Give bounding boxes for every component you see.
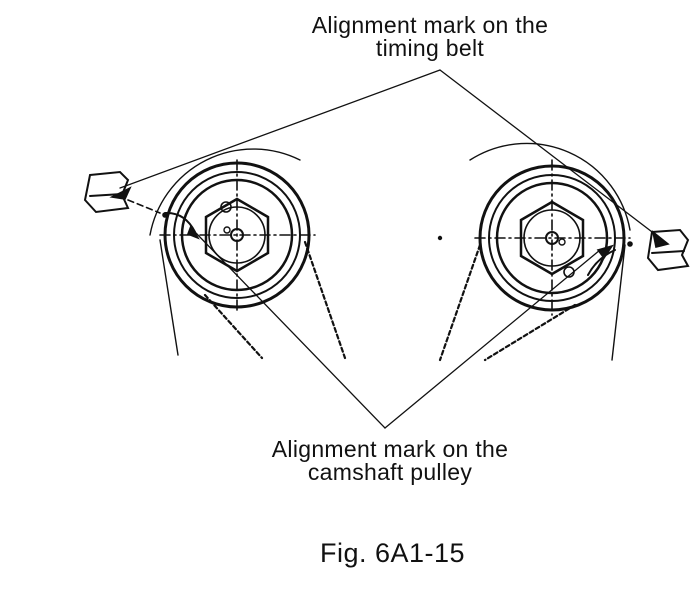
timing-belt-label-line2: timing belt xyxy=(375,35,485,61)
left-hex-nut xyxy=(204,197,270,273)
left-belt-arrowhead xyxy=(109,186,132,200)
camshaft-pulley-label-line2: camshaft pulley xyxy=(307,459,473,485)
left-dowel xyxy=(220,201,232,213)
left-belt-dot xyxy=(162,212,168,218)
left-belt-dash xyxy=(127,199,161,214)
left-belt-tab xyxy=(83,170,130,214)
left-camshaft-pulley xyxy=(149,148,347,360)
left-belt-run-2 xyxy=(303,240,347,360)
leader-pulley-to-left xyxy=(194,231,386,429)
right-belt-tab-stripe xyxy=(651,250,685,254)
figure-caption: Fig. 6A1-15 xyxy=(320,538,466,568)
camshaft-pulley-mark-label: Alignment mark on the camshaft pulley xyxy=(225,438,555,484)
left-pin-hole xyxy=(223,226,231,234)
camshaft-pulley-label-line1: Alignment mark on the xyxy=(271,436,509,462)
timing-belt-label-line1: Alignment mark on the xyxy=(311,12,549,38)
right-belt-dot xyxy=(627,241,633,247)
left-belt-run-1 xyxy=(203,293,264,360)
stray-dot xyxy=(437,235,443,241)
right-cover-edge xyxy=(611,244,626,361)
right-camshaft-pulley xyxy=(438,142,631,362)
left-cover-edge xyxy=(159,239,179,356)
right-belt-tab xyxy=(646,228,690,272)
right-pulley-arrow xyxy=(587,249,616,276)
leader-belt-to-left xyxy=(119,69,441,189)
right-pulley-arrowhead xyxy=(596,244,614,260)
timing-belt-mark-label: Alignment mark on the timing belt xyxy=(270,14,590,60)
left-cover-arc xyxy=(149,148,301,236)
leader-belt-to-right xyxy=(439,69,661,239)
right-belt-run-1 xyxy=(438,243,482,362)
leader-pulley-to-right xyxy=(384,249,601,429)
leader-lines xyxy=(119,69,661,429)
right-belt-run-2 xyxy=(483,303,577,362)
right-cover-arc xyxy=(469,142,631,231)
left-belt-mark xyxy=(83,170,168,218)
right-pin-hole xyxy=(558,238,566,246)
